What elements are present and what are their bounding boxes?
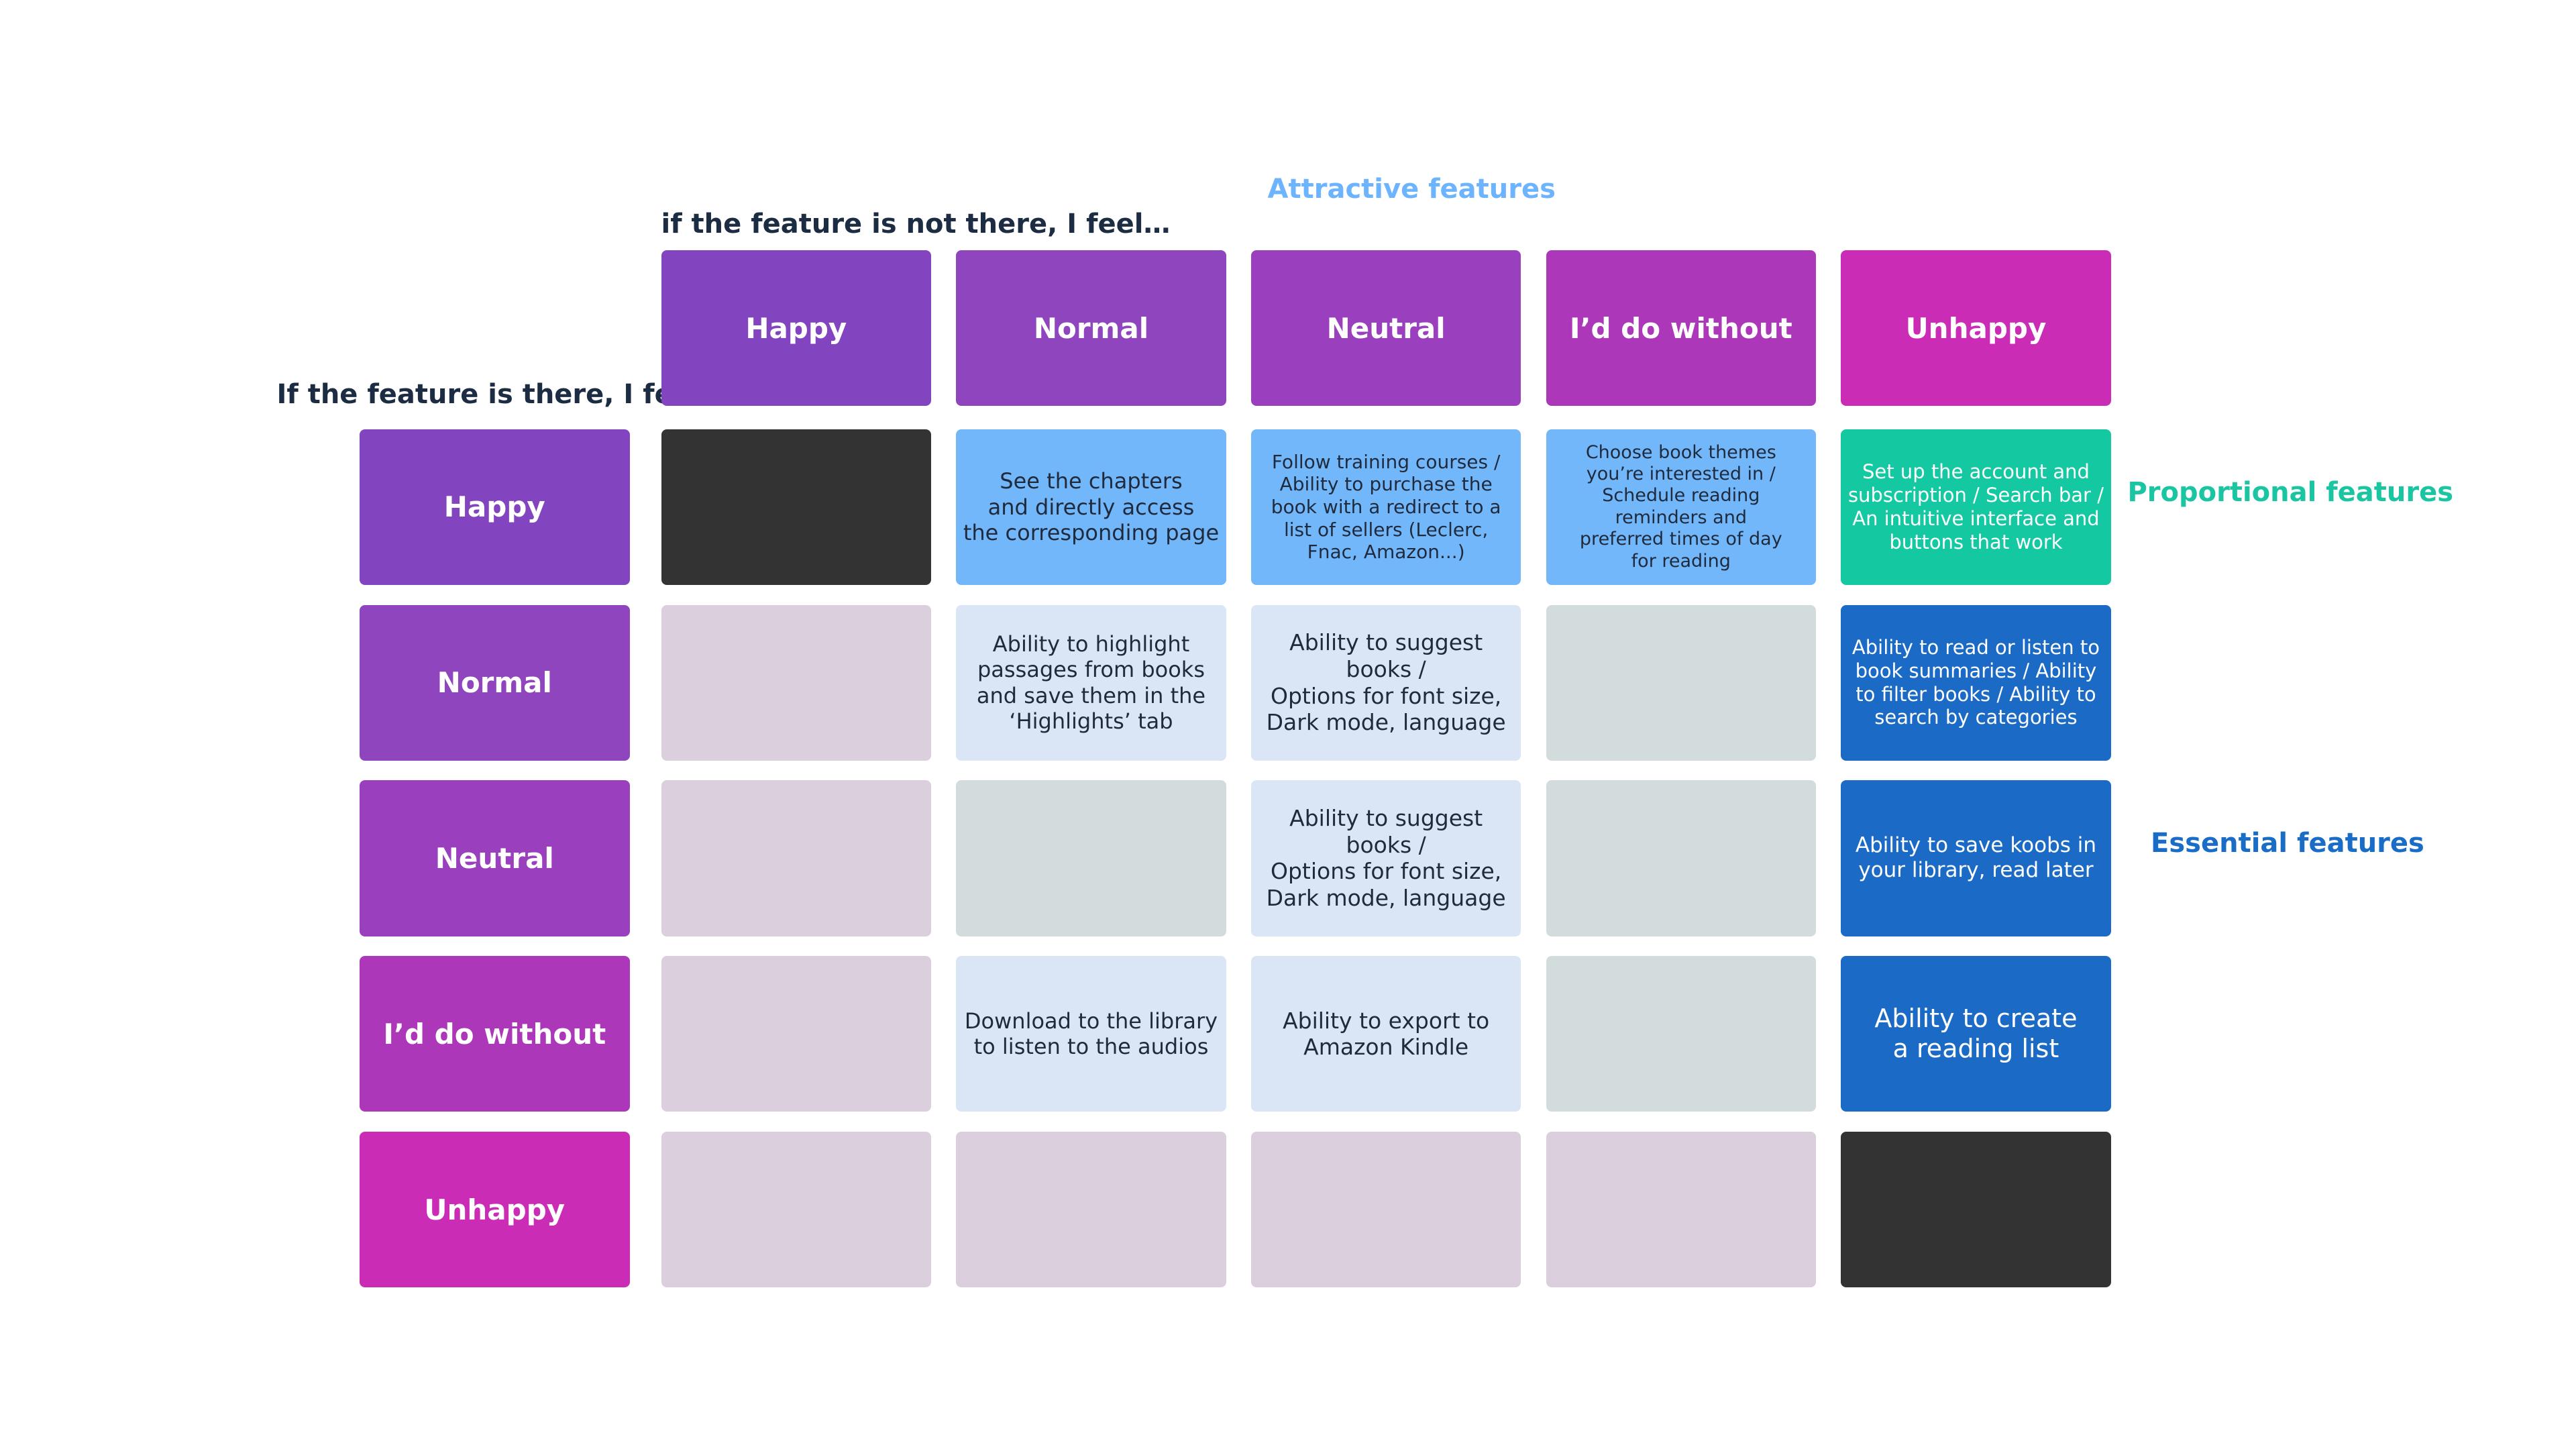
cell-normal-normal: Ability to highlight passages from books… — [956, 604, 1226, 761]
column-header-unhappy: Unhappy — [1841, 250, 2111, 407]
cell-happy-happy — [661, 429, 932, 585]
cell-happy-neutral: Follow training courses / Ability to pur… — [1250, 429, 1521, 585]
cell-neutral-normal — [956, 780, 1226, 936]
cell-neutral-happy — [661, 780, 932, 936]
cell-happy-normal: See the chapters and directly access the… — [956, 429, 1226, 585]
cell-neutral-do-without — [1546, 780, 1817, 936]
cell-normal-unhappy: Ability to read or listen to book summar… — [1841, 604, 2111, 761]
cell-normal-happy — [661, 604, 932, 761]
cell-unhappy-unhappy — [1841, 1132, 2111, 1288]
cell-do-without-normal: Download to the library to listen to the… — [956, 956, 1226, 1112]
cell-normal-neutral: Ability to suggest books / Options for f… — [1250, 604, 1521, 761]
cell-unhappy-normal — [956, 1132, 1226, 1288]
cell-do-without-happy — [661, 956, 932, 1112]
cell-unhappy-do-without — [1546, 1132, 1817, 1288]
column-header-neutral: Neutral — [1250, 250, 1521, 407]
essential-features-label: Essential features — [2151, 828, 2424, 859]
row-header-normal: Normal — [359, 604, 630, 761]
row-header-neutral: Neutral — [359, 780, 630, 936]
row-header-happy: Happy — [359, 429, 630, 585]
proportional-features-label: Proportional features — [2127, 476, 2454, 508]
row-header-unhappy: Unhappy — [359, 1132, 630, 1288]
cell-do-without-neutral: Ability to export to Amazon Kindle — [1250, 956, 1521, 1112]
cell-happy-unhappy: Set up the account and subscription / Se… — [1841, 429, 2111, 585]
cell-happy-do-without: Choose book themes you’re interested in … — [1546, 429, 1817, 585]
cell-do-without-do-without — [1546, 956, 1817, 1112]
cell-normal-do-without — [1546, 604, 1817, 761]
column-header-happy: Happy — [661, 250, 932, 407]
row-axis-label: If the feature is there, I feel… — [276, 379, 727, 411]
attractive-features-label: Attractive features — [1267, 173, 1556, 205]
column-header-normal: Normal — [956, 250, 1226, 407]
column-header-do-without: I’d do without — [1546, 250, 1817, 407]
cell-neutral-neutral: Ability to suggest books / Options for f… — [1250, 780, 1521, 936]
column-axis-label: if the feature is not there, I feel… — [661, 208, 1171, 239]
cell-unhappy-neutral — [1250, 1132, 1521, 1288]
row-header-do-without: I’d do without — [359, 956, 630, 1112]
cell-do-without-unhappy: Ability to create a reading list — [1841, 956, 2111, 1112]
cell-neutral-unhappy: Ability to save koobs in your library, r… — [1841, 780, 2111, 936]
cell-unhappy-happy — [661, 1132, 932, 1288]
